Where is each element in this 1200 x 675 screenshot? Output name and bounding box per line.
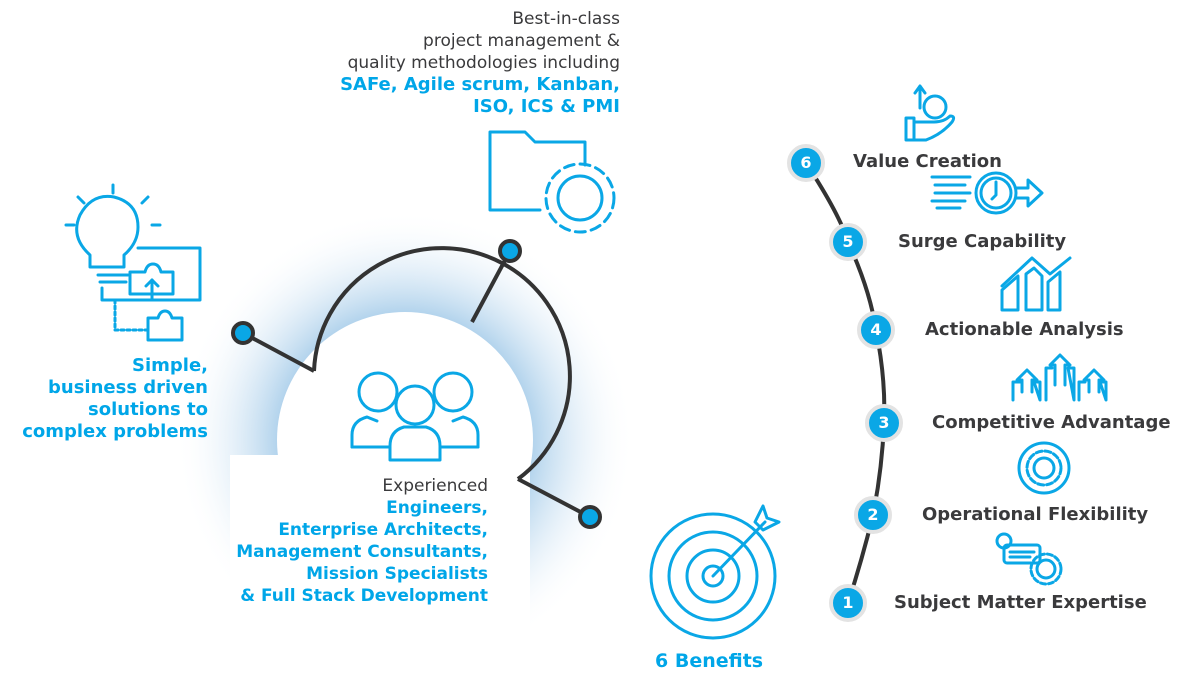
spoke-top (470, 250, 512, 323)
team-text: Experienced Engineers, Enterprise Archit… (160, 475, 488, 607)
cycle-gear-icon (1017, 441, 1071, 495)
benefit-label: Surge Capability (898, 231, 1067, 252)
bar-trend-icon (1000, 256, 1072, 312)
methodologies-text: Best-in-class project management & quali… (280, 8, 620, 118)
team-line: Management Consultants, (236, 542, 488, 562)
benefit-number: 5 (829, 223, 867, 261)
node-top (498, 239, 522, 263)
benefit-number: 1 (829, 584, 867, 622)
team-line: Mission Specialists (306, 564, 488, 584)
benefit-label: Competitive Advantage (932, 412, 1171, 433)
spoke-left (242, 331, 315, 373)
solutions-line: solutions to (88, 399, 208, 420)
benefit-number: 6 (787, 144, 825, 182)
benefit-number: 3 (865, 404, 903, 442)
team-icon (350, 371, 480, 462)
benefit-number: 4 (857, 311, 895, 349)
solutions-line: complex problems (22, 421, 208, 442)
benefit-number: 2 (854, 496, 892, 534)
fast-clock-icon (930, 171, 1044, 215)
target-icon (649, 504, 781, 640)
benefit-label: Subject Matter Expertise (894, 592, 1147, 613)
expert-gear-icon (995, 532, 1063, 586)
methodologies-line: Best-in-class (512, 9, 620, 29)
solutions-line: Simple, (132, 355, 208, 376)
node-left (231, 321, 255, 345)
folder-gear-icon (488, 130, 616, 234)
solutions-line: business driven (48, 377, 208, 398)
methodologies-highlight: SAFe, Agile scrum, Kanban, (340, 74, 620, 95)
methodologies-line: quality methodologies including (347, 53, 620, 73)
team-line: Enterprise Architects, (278, 520, 488, 540)
spoke-right (517, 477, 591, 519)
node-right (578, 505, 602, 529)
methodologies-highlight: ISO, ICS & PMI (473, 96, 620, 117)
team-line: Engineers, (386, 498, 488, 518)
lightbulb-puzzle-icon (64, 183, 202, 342)
benefit-label: Value Creation (853, 151, 1002, 172)
hand-dollar-icon (904, 84, 956, 142)
team-line: & Full Stack Development (240, 586, 488, 606)
benefits-title: 6 Benefits (655, 650, 764, 672)
benefit-label: Actionable Analysis (925, 319, 1124, 340)
team-intro: Experienced (382, 476, 488, 496)
solutions-text: Simple, business driven solutions to com… (0, 355, 208, 443)
upload-boxes-icon (1011, 353, 1108, 402)
methodologies-line: project management & (423, 31, 620, 51)
benefit-label: Operational Flexibility (922, 504, 1149, 525)
